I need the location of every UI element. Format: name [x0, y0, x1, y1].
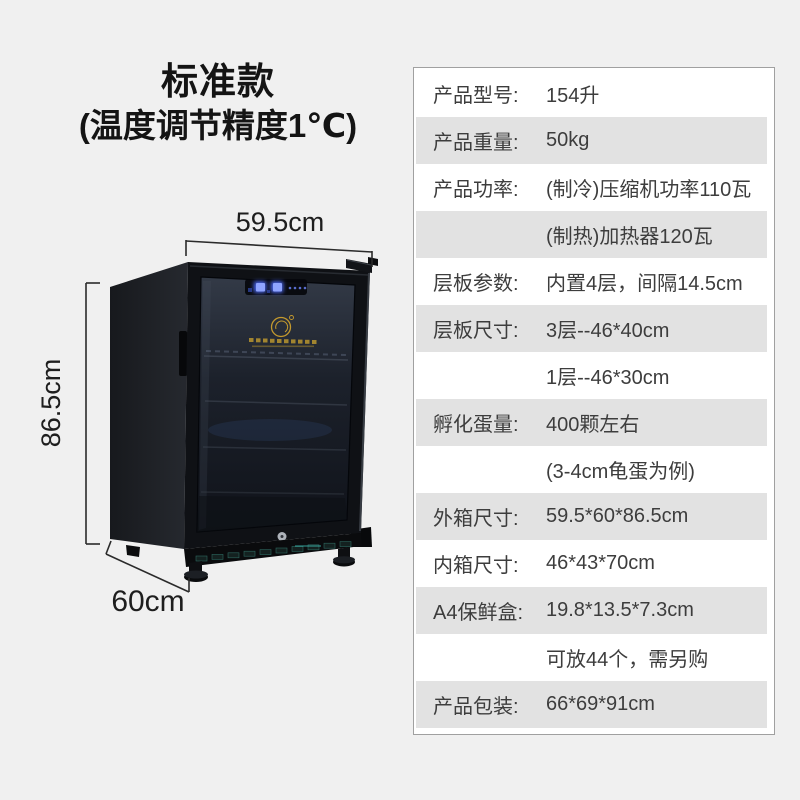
dimension-depth-label: 60cm [111, 585, 184, 618]
page-subtitle: (温度调节精度1℃) [78, 107, 358, 145]
brand-text-line [249, 338, 317, 348]
led-display [245, 279, 307, 295]
brand-logo-icon [270, 315, 294, 338]
spec-row: 内箱尺寸: 46*43*70cm [416, 540, 767, 587]
spec-label: 产品重量: [433, 132, 519, 154]
led-dot [288, 286, 292, 290]
page-title: 标准款 [161, 61, 275, 102]
spec-label: 内箱尺寸: [433, 555, 519, 577]
spec-row: 1层--46*30cm [416, 352, 767, 399]
vent-glint [295, 545, 321, 547]
door-handle-recess [179, 331, 187, 376]
spec-row: 产品重量: 50kg [416, 117, 767, 164]
dimension-height [85, 282, 100, 545]
spec-label: A4保鲜盒: [433, 602, 524, 624]
spec-value: 66*69*91cm [546, 693, 655, 715]
spec-value: 内置4层，间隔14.5cm [546, 273, 743, 295]
spec-row: 层板尺寸: 3层--46*40cm [416, 305, 767, 352]
spec-value: 3层--46*40cm [546, 320, 670, 342]
dimension-width [185, 240, 373, 267]
spec-label: 层板参数: [433, 273, 519, 295]
spec-value: 19.8*13.5*7.3cm [546, 599, 694, 621]
spec-table: 产品型号: 154升 产品重量: 50kg 产品功率: (制冷)压缩机功率110… [413, 67, 775, 735]
dimension-depth [105, 540, 190, 593]
fridge-base [184, 533, 362, 567]
led-dot [298, 286, 302, 290]
spec-value: 154升 [546, 85, 600, 107]
spec-value: (3-4cm龟蛋为例) [546, 461, 695, 483]
spec-value: 46*43*70cm [546, 552, 655, 574]
spec-row: 产品型号: 154升 [416, 70, 767, 117]
fridge-foot-rear-left [126, 545, 140, 557]
spec-row: 孵化蛋量: 400颗左右 [416, 399, 767, 446]
spec-value: 59.5*60*86.5cm [546, 505, 689, 527]
fridge-image [110, 257, 378, 582]
spec-row: (3-4cm龟蛋为例) [416, 446, 767, 493]
door-handle [346, 257, 378, 273]
spec-value: 50kg [546, 129, 590, 151]
spec-label: 产品功率: [433, 179, 519, 201]
spec-row: 产品功率: (制冷)压缩机功率110瓦 [416, 164, 767, 211]
fridge-feet [184, 547, 355, 582]
spec-label: 外箱尺寸: [433, 508, 519, 530]
door-top-bevel [189, 265, 369, 276]
led-dot [293, 286, 297, 290]
title-block: 标准款 (温度调节精度1℃) [8, 58, 428, 148]
spec-value: 400颗左右 [546, 414, 640, 436]
glass-reflection [199, 281, 211, 530]
spec-row: 产品包装: 66*69*91cm [416, 681, 767, 728]
spec-row: (制热)加热器120瓦 [416, 211, 767, 258]
spec-label: 产品包装: [433, 696, 519, 718]
spec-label: 层板尺寸: [433, 320, 519, 342]
dimension-width-label: 59.5cm [236, 207, 325, 237]
product-image: 59.5cm 86.5cm 60cm [36, 207, 378, 618]
spec-value: (制热)加热器120瓦 [546, 226, 713, 248]
door-lock-icon [277, 532, 287, 541]
fridge-side-panel [110, 262, 188, 549]
spec-row: 层板参数: 内置4层，间隔14.5cm [416, 258, 767, 305]
spec-value: 可放44个，需另购 [546, 649, 709, 671]
spec-row: 外箱尺寸: 59.5*60*86.5cm [416, 493, 767, 540]
door-edge-highlight [359, 272, 370, 532]
spec-row: A4保鲜盒: 19.8*13.5*7.3cm [416, 587, 767, 634]
spec-label: 产品型号: [433, 85, 519, 107]
spec-label: 孵化蛋量: [433, 414, 519, 436]
led-dot [303, 286, 307, 290]
dimension-height-label: 86.5cm [36, 359, 66, 448]
spec-row: 可放44个，需另购 [416, 634, 767, 681]
spec-value: 1层--46*30cm [546, 367, 670, 389]
spec-value: (制冷)压缩机功率110瓦 [546, 179, 752, 201]
fridge-shelves [197, 350, 349, 532]
